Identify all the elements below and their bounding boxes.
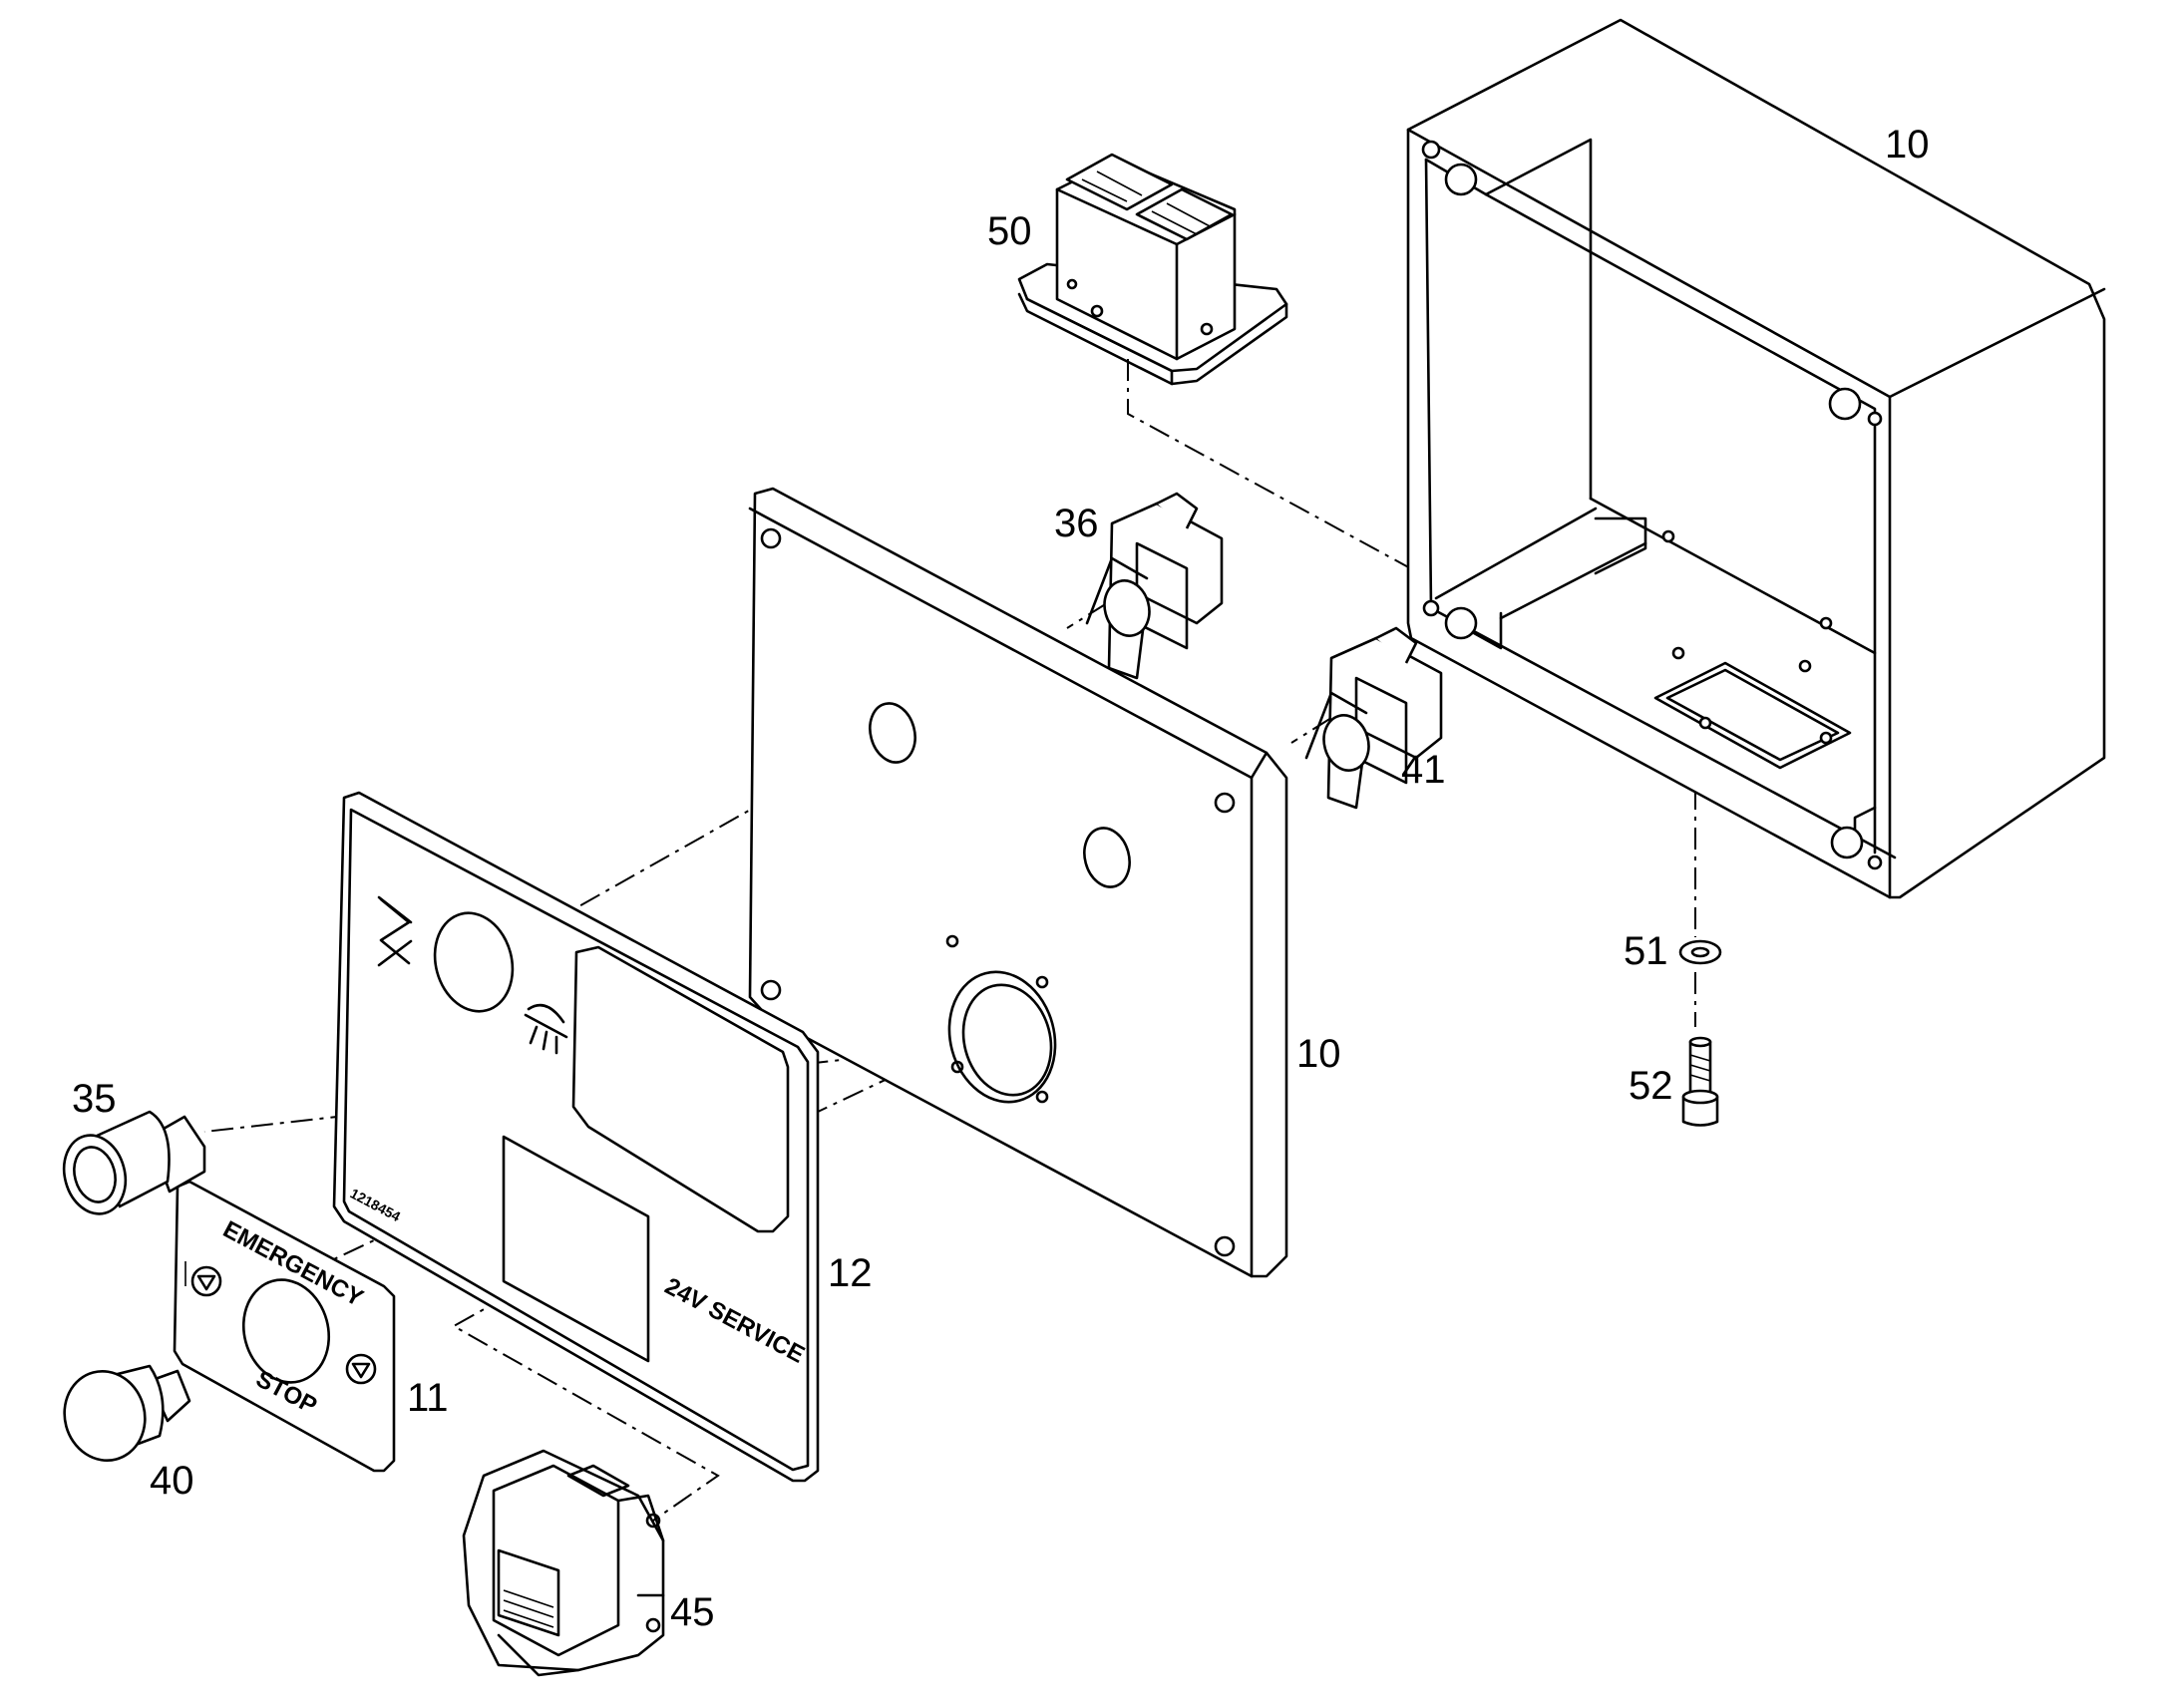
box-housing xyxy=(1406,18,2106,899)
callout-service-socket: 45 xyxy=(670,1590,715,1634)
callout-emergency-button: 40 xyxy=(150,1459,194,1503)
cover-plate xyxy=(748,487,1288,1278)
callouts: 10 50 36 41 51 52 10 35 12 11 40 45 xyxy=(72,123,1930,1634)
emergency-button xyxy=(63,1364,191,1462)
callout-connector: 50 xyxy=(987,209,1032,253)
contact-block-upper xyxy=(1085,492,1224,680)
callout-indicator-lamp: 35 xyxy=(72,1077,117,1121)
callout-box-housing: 10 xyxy=(1885,123,1930,167)
hourglass-icon xyxy=(377,895,413,967)
callout-washer: 51 xyxy=(1624,929,1668,973)
screw xyxy=(1681,1036,1719,1127)
washer xyxy=(1678,939,1722,965)
callout-front-label-plate: 12 xyxy=(828,1251,873,1295)
callout-cover-plate: 10 xyxy=(1296,1032,1341,1076)
arrow-down-circle-icon xyxy=(345,1353,377,1385)
callout-screw: 52 xyxy=(1629,1064,1673,1108)
contact-block-lower xyxy=(1304,626,1443,810)
connector xyxy=(1017,153,1288,386)
callout-contact-block-upper: 36 xyxy=(1054,502,1099,545)
arrow-down-circle-icon xyxy=(190,1265,222,1297)
callout-emergency-label-plate: 11 xyxy=(407,1376,449,1420)
work-light-icon xyxy=(524,1003,568,1055)
front-label-plate: 1218454 24V SERVICE xyxy=(332,791,820,1483)
service-socket xyxy=(462,1449,665,1677)
indicator-lamp xyxy=(62,1110,206,1215)
callout-contact-block-lower: 41 xyxy=(1401,748,1446,792)
